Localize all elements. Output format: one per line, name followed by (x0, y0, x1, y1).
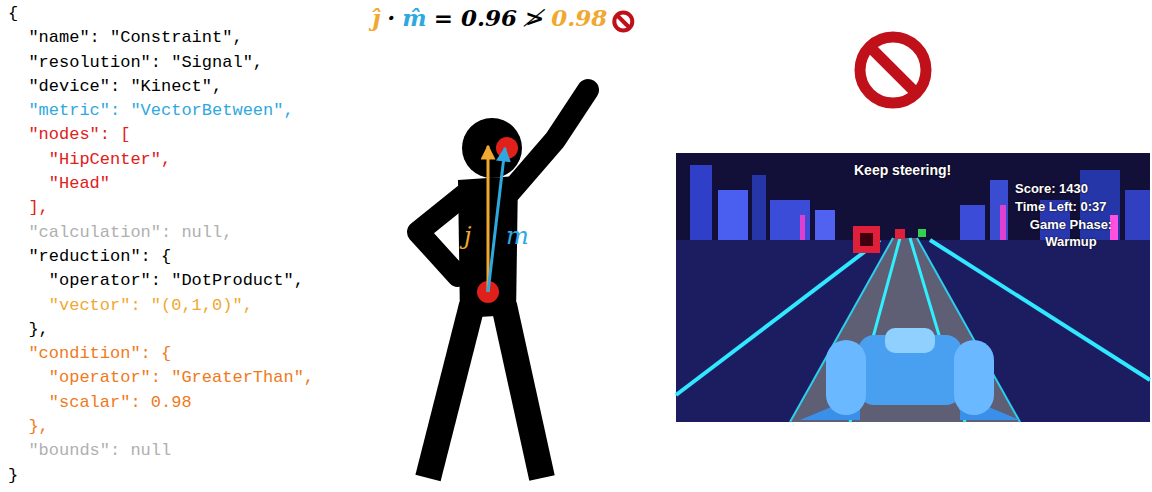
formula-term: 0.98 (551, 4, 607, 31)
hud-text: Keep steering! (854, 161, 951, 179)
game-building (1125, 190, 1150, 245)
vector-label: m (506, 222, 529, 250)
formula-term: = 0.96 ≯ (434, 4, 545, 31)
neon-light (1000, 205, 1006, 240)
code-line: "operator": "GreaterThan", (8, 366, 314, 390)
car-pod (826, 340, 866, 415)
formula-term: ĵ (372, 4, 380, 31)
code-line: } (8, 464, 314, 488)
code-line: ], (8, 196, 314, 220)
neon-light (800, 215, 805, 240)
formula-term: m̂ (402, 4, 426, 31)
code-listing: {"name": "Constraint","resolution": "Sig… (8, 2, 314, 488)
obstacle (895, 229, 905, 239)
code-line: "resolution": "Signal", (8, 51, 314, 75)
code-line: "device": "Kinect", (8, 75, 314, 99)
figure-left-leg (428, 305, 472, 478)
vector-arrow (487, 146, 490, 292)
code-line: "condition": { (8, 342, 314, 366)
code-line: "Head" (8, 172, 314, 196)
code-line: "calculation": null, (8, 221, 314, 245)
formula-term: · (387, 4, 395, 31)
obstacle-core (860, 233, 873, 246)
code-line: }, (8, 318, 314, 342)
prohibition-icon (614, 13, 632, 31)
code-line: "HipCenter", (8, 148, 314, 172)
prohibition-bar (870, 47, 916, 93)
game-building (718, 190, 748, 245)
hud-text: Time Left: 0:37 (1015, 199, 1107, 216)
figure-left-arm (418, 195, 464, 276)
game-building (960, 205, 985, 245)
obstacle (853, 226, 880, 253)
code-line: "name": "Constraint", (8, 26, 314, 50)
code-line: "metric": "VectorBetween", (8, 99, 314, 123)
obstacle (918, 229, 926, 237)
figure-right-arm (510, 90, 588, 192)
hud-text: Score: 1430 (1015, 181, 1088, 198)
hud-text: Game Phase: Warmup (1015, 217, 1127, 251)
vector-label: j (464, 222, 471, 250)
figure-right-leg (504, 305, 542, 478)
prohibition-bar (617, 16, 629, 28)
figure-head (462, 118, 522, 178)
joint-dot (496, 137, 518, 159)
code-line: "bounds": null (8, 439, 314, 463)
code-line: "vector": "(0,1,0)", (8, 294, 314, 318)
prohibition-ring (860, 37, 926, 103)
code-line: "reduction": { (8, 245, 314, 269)
prohibition-ring (614, 13, 632, 31)
game-road (790, 238, 1020, 422)
game-building (690, 165, 712, 245)
game-building (815, 210, 835, 245)
car-cockpit (885, 328, 935, 353)
code-line: { (8, 2, 314, 26)
game-building (752, 175, 766, 245)
vector-arrow (488, 148, 505, 292)
game-screen: Keep steering! Score: 1430Time Left: 0:37… (676, 153, 1150, 422)
code-line: }, (8, 415, 314, 439)
code-line: "nodes": [ (8, 123, 314, 147)
formula: ĵ · m̂ = 0.96 ≯0.98 (372, 4, 607, 31)
car-pod (954, 340, 994, 415)
game-building (990, 180, 1008, 245)
game-sky (676, 153, 1150, 422)
code-line: "operator": "DotProduct", (8, 269, 314, 293)
game-building (770, 200, 810, 245)
code-line: "scalar": 0.98 (8, 391, 314, 415)
